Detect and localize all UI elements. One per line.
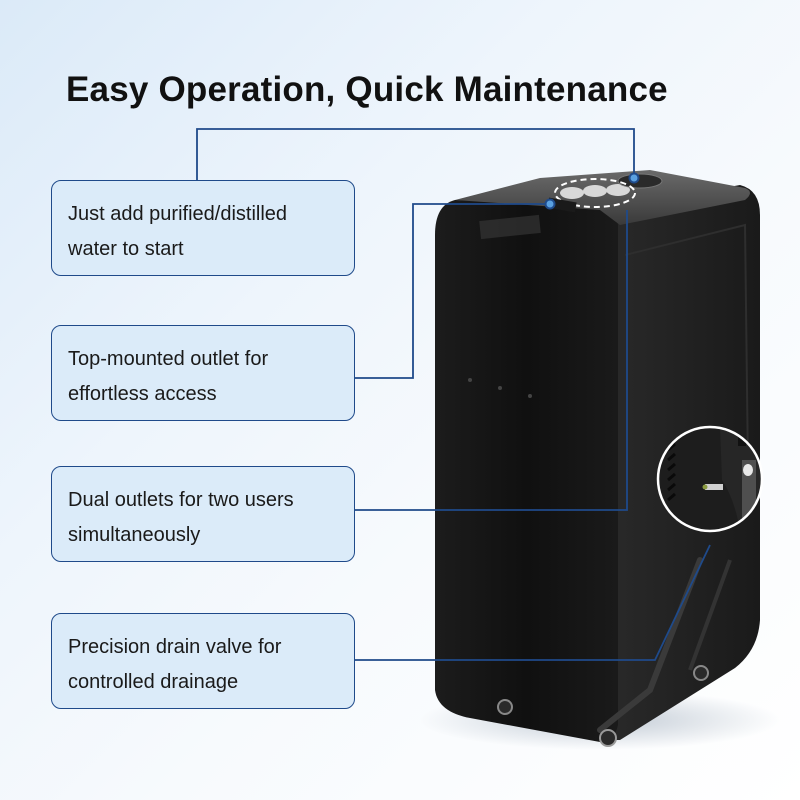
device-top: [455, 170, 750, 225]
feature-text-line-2: simultaneously: [68, 524, 201, 546]
feature-callout-drain-valve: Precision drain valve for controlled dra…: [51, 613, 355, 709]
feature-callout-top-outlet: Top-mounted outlet for effortless access: [51, 325, 355, 421]
caster-wheels: [497, 665, 709, 747]
device-front-panel: [435, 200, 618, 742]
feature-callout-water-fill: Just add purified/distilled water to sta…: [51, 180, 355, 276]
marker-water-fill: [628, 172, 640, 184]
feature-text-line-1: Just add purified/distilled: [68, 203, 288, 225]
connector-drain-valve: [355, 544, 711, 661]
connector-water-fill: [196, 128, 635, 180]
connector-dual-outlets: [355, 210, 628, 511]
feature-text-line-2: controlled drainage: [68, 671, 239, 693]
drain-valve-closeup: [656, 425, 764, 533]
feature-text-line-2: water to start: [68, 238, 184, 260]
feature-text-line-1: Precision drain valve for: [68, 636, 282, 658]
feature-callout-dual-outlets: Dual outlets for two users simultaneousl…: [51, 466, 355, 562]
feature-text-line-1: Top-mounted outlet for: [68, 348, 269, 370]
page-title: Easy Operation, Quick Maintenance: [66, 70, 668, 109]
feature-text-line-2: effortless access: [68, 383, 217, 405]
marker-top-outlet: [544, 198, 556, 210]
connector-top-outlet: [355, 203, 550, 379]
feature-text-line-1: Dual outlets for two users: [68, 489, 294, 511]
